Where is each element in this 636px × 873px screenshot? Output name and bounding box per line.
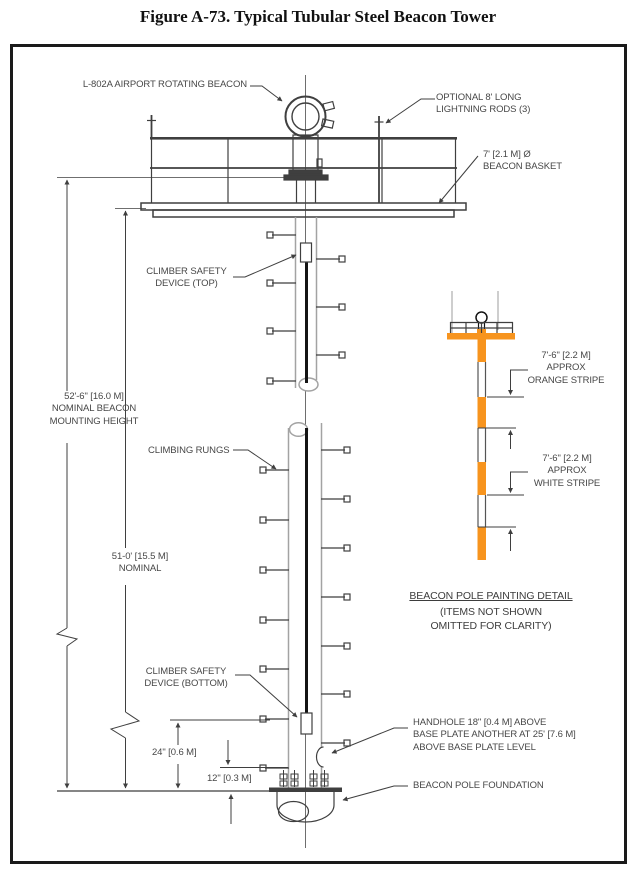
pole-stripes — [477, 339, 487, 560]
beacon-basket-label: 7' [2.1 M] Ø BEACON BASKET — [483, 149, 562, 173]
climber-safety-top-label: CLIMBER SAFETY DEVICE (TOP) — [146, 266, 227, 290]
drawing-border — [10, 44, 627, 864]
upper-pole-drawing — [294, 217, 319, 392]
beacon-pedestal-drawing — [283, 134, 329, 203]
beacon-drawing — [284, 95, 336, 138]
leader-beacon — [250, 85, 283, 102]
dim-line-12 — [220, 740, 288, 824]
white-stripe-label: 7'-6" [2.2 M] APPROX WHITE STRIPE — [533, 453, 601, 489]
leader-climber-safety-top — [233, 254, 297, 278]
lightning-rod-right — [374, 116, 384, 203]
dim-line-52-6 — [55, 177, 284, 789]
lightning-rod-left — [147, 115, 156, 138]
foundation-label: BEACON POLE FOUNDATION — [413, 780, 544, 791]
leader-foundation — [342, 785, 408, 802]
leader-handhole — [331, 727, 408, 754]
leader-beacon-basket — [438, 155, 479, 204]
base-plate-drawing — [269, 770, 342, 792]
leader-climbing-rungs — [233, 449, 277, 470]
handhole-drawing — [315, 746, 324, 768]
painting-detail-title: BEACON POLE PAINTING DETAIL — [409, 590, 573, 602]
rung-row — [266, 231, 346, 385]
dim-line-51-0 — [109, 208, 146, 789]
beacon-label: L-802A AIRPORT ROTATING BEACON — [82, 79, 247, 90]
figure-title: Figure A-73. Typical Tubular Steel Beaco… — [139, 7, 497, 26]
dim-line-24 — [170, 719, 270, 789]
leader-lines — [233, 85, 479, 802]
nominal-height-dimension-label: 51-0' [15.5 M] NOMINAL — [111, 551, 169, 575]
foundation-drawing — [276, 792, 335, 823]
orange-stripe-label: 7'-6" [2.2 M] APPROX ORANGE STRIPE — [527, 350, 605, 386]
platform-basket-drawing — [140, 137, 467, 218]
climbing-rungs-label: CLIMBING RUNGS — [148, 445, 230, 456]
leader-lightning-rods — [385, 98, 435, 124]
lightning-rods-label: OPTIONAL 8' LONG LIGHTNING RODS (3) — [436, 92, 531, 116]
handhole-label: HANDHOLE 18" [0.4 M] ABOVE BASE PLATE AN… — [413, 717, 576, 753]
detail-platform — [447, 333, 515, 340]
climbing-rungs-drawing — [259, 231, 351, 772]
climber-safety-device-top-drawing — [299, 242, 313, 263]
climber-safety-device-bottom-drawing — [300, 712, 313, 735]
climber-safety-bottom-label: CLIMBER SAFETY DEVICE (BOTTOM) — [144, 666, 228, 690]
dim-24-label: 24" [0.6 M] — [152, 747, 212, 760]
painting-detail-drawing — [447, 291, 528, 560]
mounting-height-dimension-label: 52'-6" [16.0 M] NOMINAL BEACON MOUNTING … — [49, 391, 139, 427]
painting-detail-note: (ITEMS NOT SHOWN OMITTED FOR CLARITY) — [430, 606, 552, 632]
leader-climber-safety-bottom — [235, 674, 298, 718]
stripe-dimension-marks — [478, 369, 528, 551]
dim-12-label: 12" [0.3 M] — [207, 773, 252, 784]
